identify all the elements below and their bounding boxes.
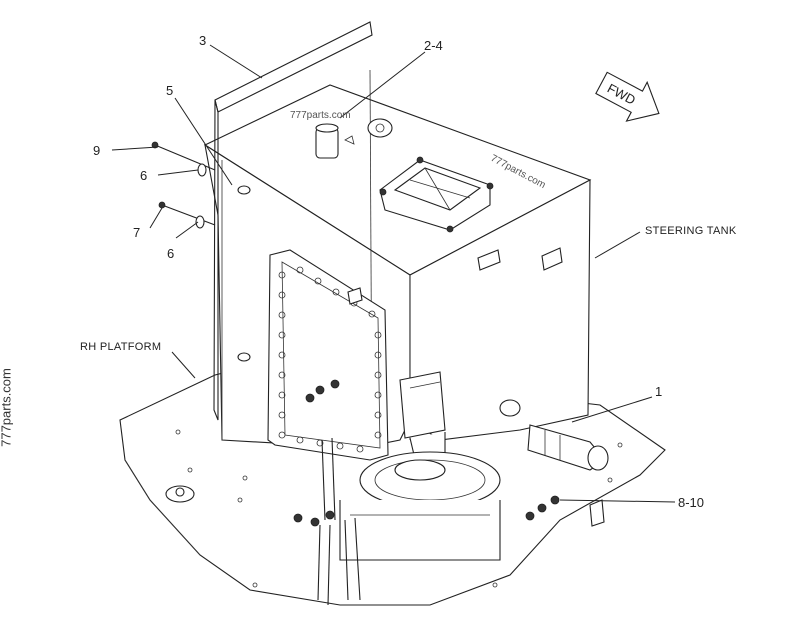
- watermark-side: 777parts.com: [0, 368, 14, 447]
- callout-bolt-upper: 5: [166, 83, 173, 98]
- callout-tank-cover: 3: [199, 33, 206, 48]
- hose-fitting: [499, 399, 609, 471]
- callout-hose-fitting: 1: [655, 384, 662, 399]
- label-rh-platform: RH PLATFORM: [80, 341, 161, 353]
- fwd-arrow-icon: FWD: [595, 71, 660, 122]
- leader-lines: [111, 44, 676, 503]
- mount-bolts-group: [293, 379, 605, 527]
- access-panel: [267, 249, 389, 461]
- tank-brackets: [237, 185, 563, 362]
- hydraulic-lines: [317, 437, 361, 606]
- callout-washer-b: 6: [167, 246, 174, 261]
- label-steering-tank: STEERING TANK: [645, 225, 737, 237]
- filler-breather-assembly: [315, 118, 393, 159]
- callout-mount-bolts: 8-10: [678, 495, 704, 510]
- callout-washer-a: 6: [140, 168, 147, 183]
- exploded-fasteners: [151, 141, 216, 229]
- callout-bolt-7: 7: [133, 225, 140, 240]
- callout-vent-cap: 2-4: [424, 38, 443, 53]
- tank-cover-plate: [213, 21, 373, 421]
- pump-base-assembly: [339, 371, 501, 561]
- panel-bolt-holes: [278, 266, 382, 453]
- steering-tank-body: [203, 69, 592, 451]
- watermark-top: 777parts.com: [290, 110, 351, 121]
- filter-housing: [379, 156, 494, 233]
- callout-bolt-9: 9: [93, 143, 100, 158]
